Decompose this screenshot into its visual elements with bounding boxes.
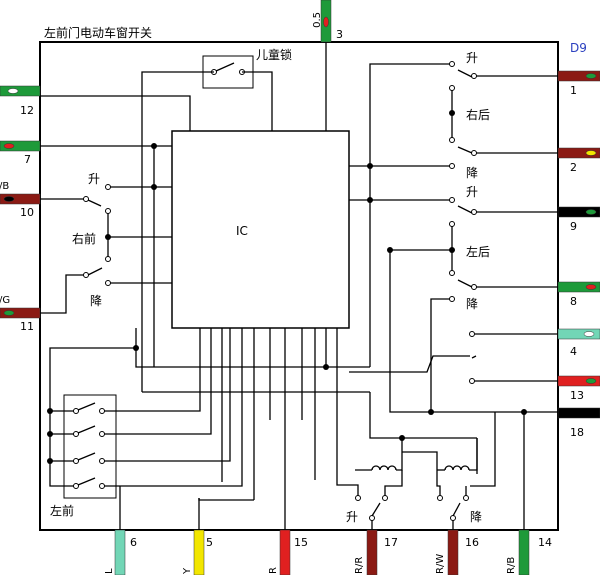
- wire-right-9: 9: [557, 206, 600, 233]
- wire-left-11: R/G 11: [0, 274, 86, 333]
- child-lock-switch: [211, 62, 245, 75]
- front-left-switch-box: [63, 394, 117, 499]
- rear-left-switch: 升 左后 降: [349, 185, 558, 415]
- svg-text:Y: Y: [182, 567, 193, 575]
- svg-text:降: 降: [90, 294, 102, 308]
- svg-text:4: 4: [570, 345, 577, 358]
- svg-text:R/G: R/G: [0, 295, 10, 306]
- diagram-title: 左前门电动车窗开关: [44, 25, 152, 40]
- wire-right-4: 4: [557, 328, 600, 358]
- svg-text:R/B: R/B: [506, 557, 517, 574]
- window-lock-switch: [349, 331, 558, 384]
- wire-right-8: 8: [557, 281, 600, 308]
- wire-bottom-14: 14 R/B: [506, 412, 552, 575]
- svg-text:17: 17: [384, 536, 398, 549]
- wire-bottom-17: 17 R/R: [354, 529, 398, 575]
- svg-text:R/R: R/R: [354, 557, 365, 574]
- front-left-switch-contacts: [47, 328, 243, 489]
- svg-text:14: 14: [538, 536, 552, 549]
- wire-right-13: 13: [557, 375, 600, 402]
- svg-text:降: 降: [466, 297, 478, 311]
- ic-bottom-leads: [135, 328, 370, 530]
- bottom-left-switch: 升: [336, 440, 403, 530]
- front-right-switch: 升 右前 降: [72, 143, 172, 367]
- svg-text:11: 11: [20, 320, 34, 333]
- svg-text:R/B: R/B: [0, 181, 9, 192]
- wire-left-12: 12: [0, 85, 191, 131]
- svg-text:右前: 右前: [72, 231, 96, 246]
- svg-text:升: 升: [88, 172, 100, 186]
- front-left-label: 左前: [50, 503, 74, 518]
- svg-text:左后: 左后: [466, 244, 490, 259]
- svg-text:R/W: R/W: [435, 554, 446, 574]
- svg-text:13: 13: [570, 389, 584, 402]
- wire-left-10: R/B 10: [0, 181, 84, 219]
- svg-text:L: L: [104, 568, 115, 574]
- connector-id: D9: [570, 41, 587, 55]
- wire-bottom-6: 6 L: [104, 486, 137, 575]
- svg-text:降: 降: [466, 166, 478, 180]
- child-lock-label: 儿童锁: [256, 47, 292, 62]
- wire-bottom-5: 5 Y: [182, 529, 213, 575]
- svg-text:2: 2: [570, 161, 577, 174]
- wire-left-7: 7: [0, 140, 172, 166]
- svg-text:7: 7: [24, 153, 31, 166]
- svg-text:5: 5: [206, 536, 213, 549]
- svg-text:R: R: [268, 567, 279, 574]
- bottom-right-switch: 降: [436, 470, 482, 530]
- svg-text:6: 6: [130, 536, 137, 549]
- wire-right-18: 18: [557, 407, 600, 439]
- svg-text:0.5: 0.5: [312, 12, 323, 28]
- svg-text:8: 8: [570, 295, 577, 308]
- svg-text:升: 升: [466, 51, 478, 65]
- wire-right-1: 1: [557, 70, 600, 97]
- svg-text:1: 1: [570, 84, 577, 97]
- svg-text:18: 18: [570, 426, 584, 439]
- svg-text:3: 3: [336, 28, 343, 41]
- relay-coils: [355, 392, 496, 487]
- svg-text:12: 12: [20, 104, 34, 117]
- rear-right-switch: 升 右后 降: [349, 51, 558, 367]
- svg-text:升: 升: [466, 185, 478, 199]
- svg-text:16: 16: [465, 536, 479, 549]
- child-lock-wires: [141, 71, 273, 392]
- svg-text:升: 升: [346, 510, 358, 524]
- ic-block: [171, 130, 350, 329]
- wire-bottom-16: 16 R/W: [435, 529, 479, 575]
- svg-text:15: 15: [294, 536, 308, 549]
- svg-text:10: 10: [20, 206, 34, 219]
- wire-right-2: 2: [557, 147, 600, 174]
- svg-text:降: 降: [470, 510, 482, 524]
- svg-text:9: 9: [570, 220, 577, 233]
- wire-top-3: 0.5 3: [312, 0, 343, 131]
- wire-bottom-15: 15 R: [268, 529, 308, 575]
- ic-label: IC: [236, 224, 248, 238]
- svg-text:右后: 右后: [466, 107, 490, 122]
